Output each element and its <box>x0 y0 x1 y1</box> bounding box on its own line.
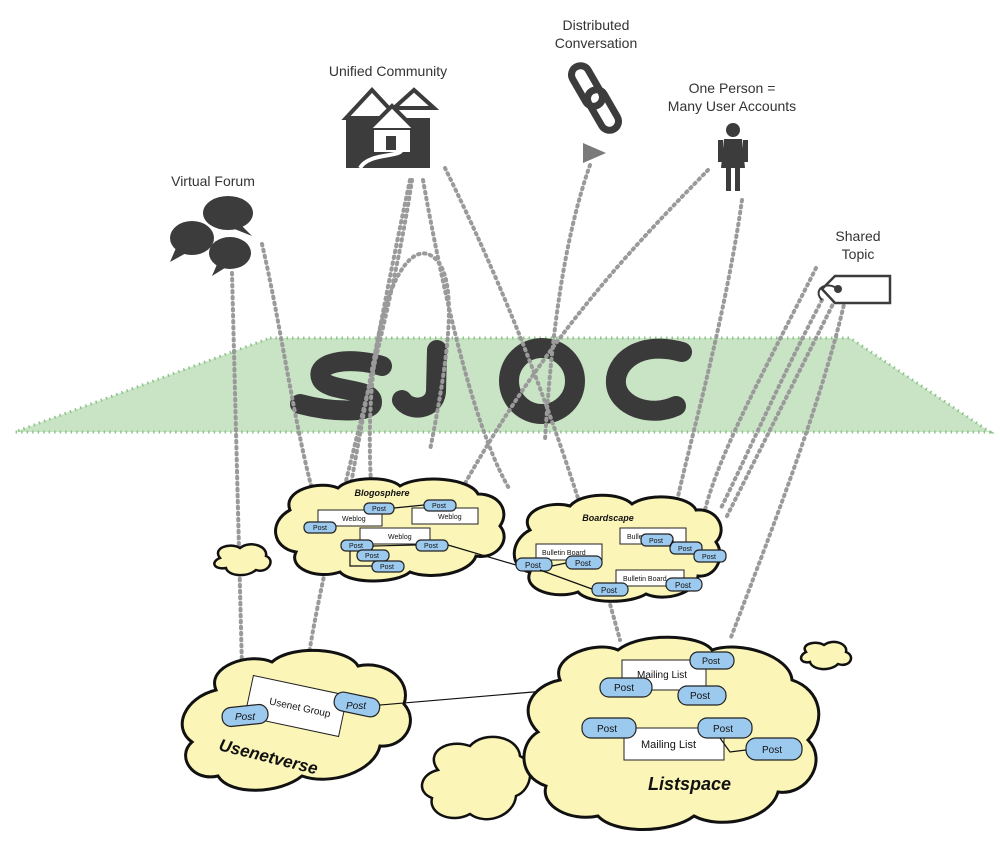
sioc-logo <box>290 338 692 424</box>
post-label-board-3: Post <box>649 538 663 545</box>
weblog-label-1: Weblog <box>342 516 366 523</box>
distributed-conversation-label-2: Conversation <box>555 35 638 51</box>
small-cloud-bottom <box>420 735 532 821</box>
blogosphere-cloud: Blogosphere Weblog Weblog Weblog Post Po… <box>274 477 506 583</box>
weblog-label-3: Weblog <box>388 534 412 541</box>
boardscape-title: Boardscape <box>582 513 634 523</box>
post-board-5 <box>693 549 727 563</box>
post-label-usenet-2: Post <box>346 701 367 712</box>
shared-topic-label-1: Shared <box>835 228 880 244</box>
post-label-board-1: Post <box>525 561 542 570</box>
post-label-board-5: Post <box>702 554 716 561</box>
post-label-list-3: Post <box>690 691 710 702</box>
post-label-list-4: Post <box>597 724 617 735</box>
small-cloud-right <box>799 640 853 671</box>
post-list-1 <box>689 651 735 670</box>
post-board-2 <box>565 555 603 570</box>
post-label-blog-4: Post <box>349 543 363 550</box>
post-label-blog-6: Post <box>365 553 379 560</box>
boardscape-cloud: Boardscape Bulletin Board Bulletin Board… <box>512 493 727 603</box>
post-board-4 <box>669 541 703 555</box>
post-label-list-5: Post <box>713 724 733 735</box>
post-label-board-4: Post <box>678 546 692 553</box>
person-icon <box>718 123 748 191</box>
post-board-7 <box>665 577 703 592</box>
post-label-usenet-1: Post <box>235 712 256 723</box>
post-label-list-1: Post <box>702 656 721 666</box>
blogosphere-title: Blogosphere <box>354 488 409 498</box>
post-label-blog-3: Post <box>313 525 327 532</box>
distributed-conversation-label-1: Distributed <box>563 17 630 33</box>
arrowhead-icon <box>583 143 606 163</box>
shared-topic-label-2: Topic <box>842 246 875 262</box>
post-label-blog-2: Post <box>432 503 446 510</box>
post-label-list-6: Post <box>762 745 782 756</box>
tag-icon <box>817 274 892 305</box>
usenetverse-cloud: Usenet Group Post Post Usenetverse <box>180 648 412 792</box>
virtual-forum-label: Virtual Forum <box>171 173 255 189</box>
bulletin-label-3: Bulletin Board <box>623 576 667 583</box>
one-person-label-2: Many User Accounts <box>668 98 796 114</box>
post-label-list-2: Post <box>614 683 634 694</box>
unified-community-label: Unified Community <box>329 63 447 79</box>
weblog-box-1 <box>317 509 383 527</box>
post-usenet-2 <box>333 691 381 718</box>
mailing-list-label-2: Mailing List <box>641 739 696 751</box>
post-list-4 <box>581 717 637 739</box>
post-label-blog-1: Post <box>372 506 386 513</box>
post-blog-1 <box>363 502 395 515</box>
post-list-5 <box>697 717 753 739</box>
post-board-6 <box>591 582 629 597</box>
listspace-cloud: Mailing List Mailing List Post Post Post… <box>522 635 821 831</box>
cross-link-blog-board <box>447 544 517 566</box>
post-blog-6 <box>356 549 390 562</box>
post-usenet-1 <box>221 703 269 728</box>
post-blog-3 <box>303 521 337 534</box>
small-cloud-left <box>213 543 272 577</box>
post-label-board-2: Post <box>575 559 592 568</box>
chain-link-icon <box>568 62 622 134</box>
post-label-blog-5: Post <box>424 543 438 550</box>
houses-icon <box>341 87 440 170</box>
post-list-3 <box>677 685 727 706</box>
connectors <box>230 163 847 670</box>
one-person-label-1: One Person = <box>689 80 776 96</box>
post-list-6 <box>745 737 803 761</box>
speech-bubbles-icon <box>170 196 253 276</box>
post-label-blog-7: Post <box>380 564 394 571</box>
bulletin-label-1: Bulletin Board <box>542 550 586 557</box>
listspace-title: Listspace <box>648 774 731 794</box>
usenet-group-box <box>244 674 348 738</box>
post-label-board-7: Post <box>675 581 692 590</box>
weblog-label-2: Weblog <box>438 514 462 521</box>
post-label-board-6: Post <box>601 586 618 595</box>
post-list-2 <box>599 677 653 698</box>
mailing-list-label-1: Mailing List <box>637 670 687 681</box>
weblog-box-3 <box>359 527 431 545</box>
